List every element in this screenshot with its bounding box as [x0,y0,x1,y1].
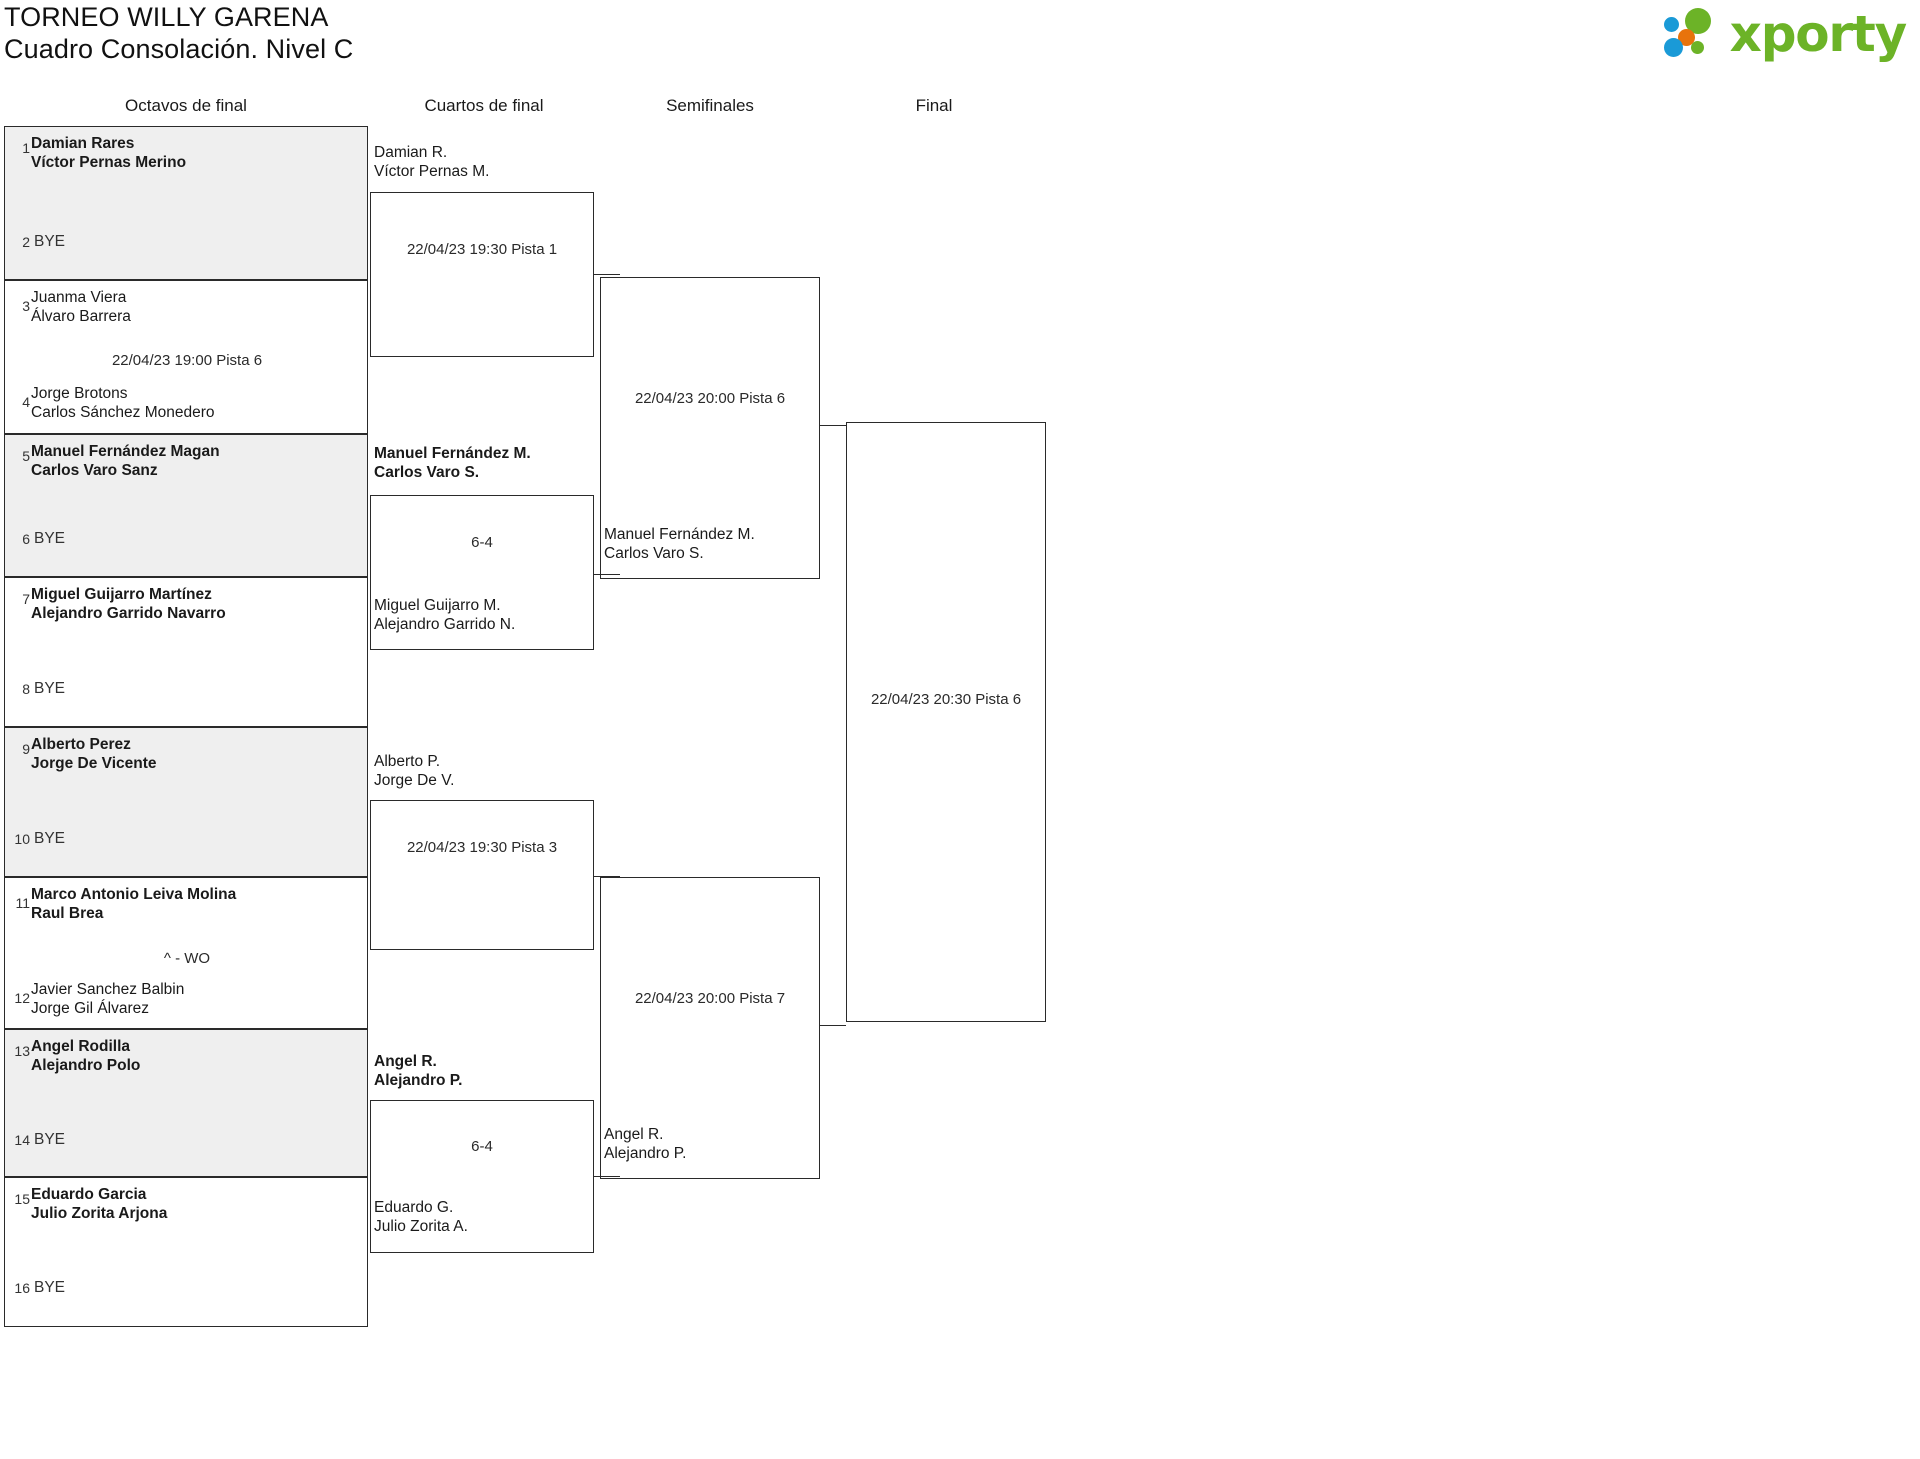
team-name: Alejandro Garrido Navarro [31,605,226,622]
r16-match-2[interactable]: 3 Juanma Viera Álvaro Barrera 22/04/23 1… [4,280,368,434]
qf4-bottom-team-line1: Eduardo G. [374,1199,454,1216]
round-header-cuartos: Cuartos de final [424,96,544,115]
connector-sf2 [820,1025,846,1026]
match-result: 6-4 [471,1138,493,1155]
team-name: Manuel Fernández Magan [31,443,220,460]
seed-number: 3 [22,298,30,314]
team-name: BYE [34,1279,66,1296]
seed-number: 15 [14,1191,30,1207]
qf1-top-team-line1: Damian R. [374,144,448,161]
qf2-bottom-team-line2: Alejandro Garrido N. [374,616,516,633]
team-name: BYE [34,680,66,697]
qf-match-1[interactable]: 22/04/23 19:30 Pista 1 [370,192,594,357]
logo-dots-icon [1663,8,1726,60]
team-name: BYE [34,530,66,547]
round-header-octavos: Octavos de final [125,96,247,115]
match-result: 22/04/23 20:30 Pista 6 [870,691,1022,708]
logo-wordmark: xporty [1729,5,1908,63]
qf-match-2[interactable]: 6-4 [370,495,594,650]
connector-sf1 [820,425,846,426]
draw-subtitle: Cuadro Consolación. Nivel C [4,34,354,64]
r16-match-7[interactable]: 13 Angel Rodilla Alejandro Polo 14 BYE [4,1029,368,1177]
qf3-top-team-line2: Jorge De V. [374,772,455,789]
connector-qf2 [594,574,620,575]
sf1-bottom-team-line2: Carlos Varo S. [604,545,704,562]
sf2-bottom-team-line1: Angel R. [604,1126,664,1143]
team-name: BYE [34,830,66,847]
seed-number: 13 [14,1043,30,1059]
sf2-bottom-team-line2: Alejandro P. [604,1145,687,1162]
qf4-top-team-line2: Alejandro P. [374,1072,463,1089]
qf4-top-team-line1: Angel R. [374,1053,437,1070]
title-block: TORNEO WILLY GARENA Cuadro Consolación. … [4,1,353,66]
round-header-semifinales: Semifinales [666,96,754,115]
team-name: Juanma Viera [31,289,127,306]
team-name: Carlos Varo Sanz [31,462,158,479]
match-result: 22/04/23 19:00 Pista 6 [111,352,263,369]
team-name: BYE [34,1131,66,1148]
r16-match-4[interactable]: 7 Miguel Guijarro Martínez Alejandro Gar… [4,577,368,727]
round-header-final: Final [915,96,953,115]
r16-match-6[interactable]: 11 Marco Antonio Leiva Molina Raul Brea … [4,877,368,1029]
seed-number: 4 [22,394,30,410]
connector-qf4 [594,1176,620,1177]
seed-number: 11 [15,895,30,911]
qf4-bottom-team-line2: Julio Zorita A. [374,1218,468,1235]
qf2-bottom-team-line1: Miguel Guijarro M. [374,597,501,614]
connector-qf1 [594,274,620,275]
team-name: Jorge De Vicente [31,755,157,772]
seed-number: 7 [22,591,30,607]
team-name: BYE [34,233,66,250]
seed-number: 16 [14,1280,30,1296]
page-header: TORNEO WILLY GARENA Cuadro Consolación. … [0,0,1920,92]
team-name: Álvaro Barrera [31,308,131,325]
team-name: Javier Sanchez Balbin [31,981,185,998]
seed-number: 6 [22,531,30,547]
team-name: Jorge Gil Álvarez [31,1000,150,1017]
connector-qf3 [594,876,620,877]
team-name: Eduardo Garcia [31,1186,147,1203]
sf1-bottom-team-line1: Manuel Fernández M. [604,526,755,543]
seed-number: 12 [14,990,30,1006]
seed-number: 9 [22,741,30,757]
match-result: 22/04/23 20:00 Pista 7 [634,990,786,1007]
seed-number: 10 [14,831,30,847]
qf2-top-team-line2: Carlos Varo S. [374,464,480,481]
match-result: 22/04/23 19:30 Pista 3 [406,839,558,856]
xporty-logo[interactable]: xporty [1663,5,1908,63]
qf3-top-team-line1: Alberto P. [374,753,441,770]
match-result: 6-4 [471,534,493,551]
r16-match-5[interactable]: 9 Alberto Perez Jorge De Vicente 10 BYE [4,727,368,877]
team-name: Víctor Pernas Merino [31,154,187,171]
team-name: Angel Rodilla [31,1038,131,1055]
r16-match-3[interactable]: 5 Manuel Fernández Magan Carlos Varo San… [4,434,368,577]
final-match[interactable]: 22/04/23 20:30 Pista 6 [846,422,1046,1022]
team-name: Alberto Perez [31,736,131,753]
team-name: Damian Rares [31,135,135,152]
match-result: 22/04/23 20:00 Pista 6 [634,390,786,407]
team-name: Julio Zorita Arjona [31,1205,168,1222]
team-name: Alejandro Polo [31,1057,141,1074]
team-name: Carlos Sánchez Monedero [31,404,215,421]
sf-match-2[interactable]: 22/04/23 20:00 Pista 7 [600,877,820,1179]
team-name: Jorge Brotons [31,385,128,402]
tournament-title: TORNEO WILLY GARENA [4,2,329,32]
match-result: ^ - WO [163,950,211,967]
sf-match-1[interactable]: 22/04/23 20:00 Pista 6 [600,277,820,579]
qf1-top-team-line2: Víctor Pernas M. [374,163,490,180]
qf-match-3[interactable]: 22/04/23 19:30 Pista 3 [370,800,594,950]
seed-number: 2 [22,234,30,250]
seed-number: 14 [14,1132,30,1148]
qf2-top-team-line1: Manuel Fernández M. [374,445,531,462]
r16-match-1[interactable]: 1 Damian Rares Víctor Pernas Merino 2 BY… [4,126,368,280]
team-name: Marco Antonio Leiva Molina [31,886,237,903]
qf-match-4[interactable]: 6-4 [370,1100,594,1253]
r16-match-8[interactable]: 15 Eduardo Garcia Julio Zorita Arjona 16… [4,1177,368,1327]
seed-number: 1 [22,140,30,156]
match-result: 22/04/23 19:30 Pista 1 [406,241,558,258]
seed-number: 5 [22,448,30,464]
team-name: Miguel Guijarro Martínez [31,586,212,603]
team-name: Raul Brea [31,905,104,922]
seed-number: 8 [22,681,30,697]
